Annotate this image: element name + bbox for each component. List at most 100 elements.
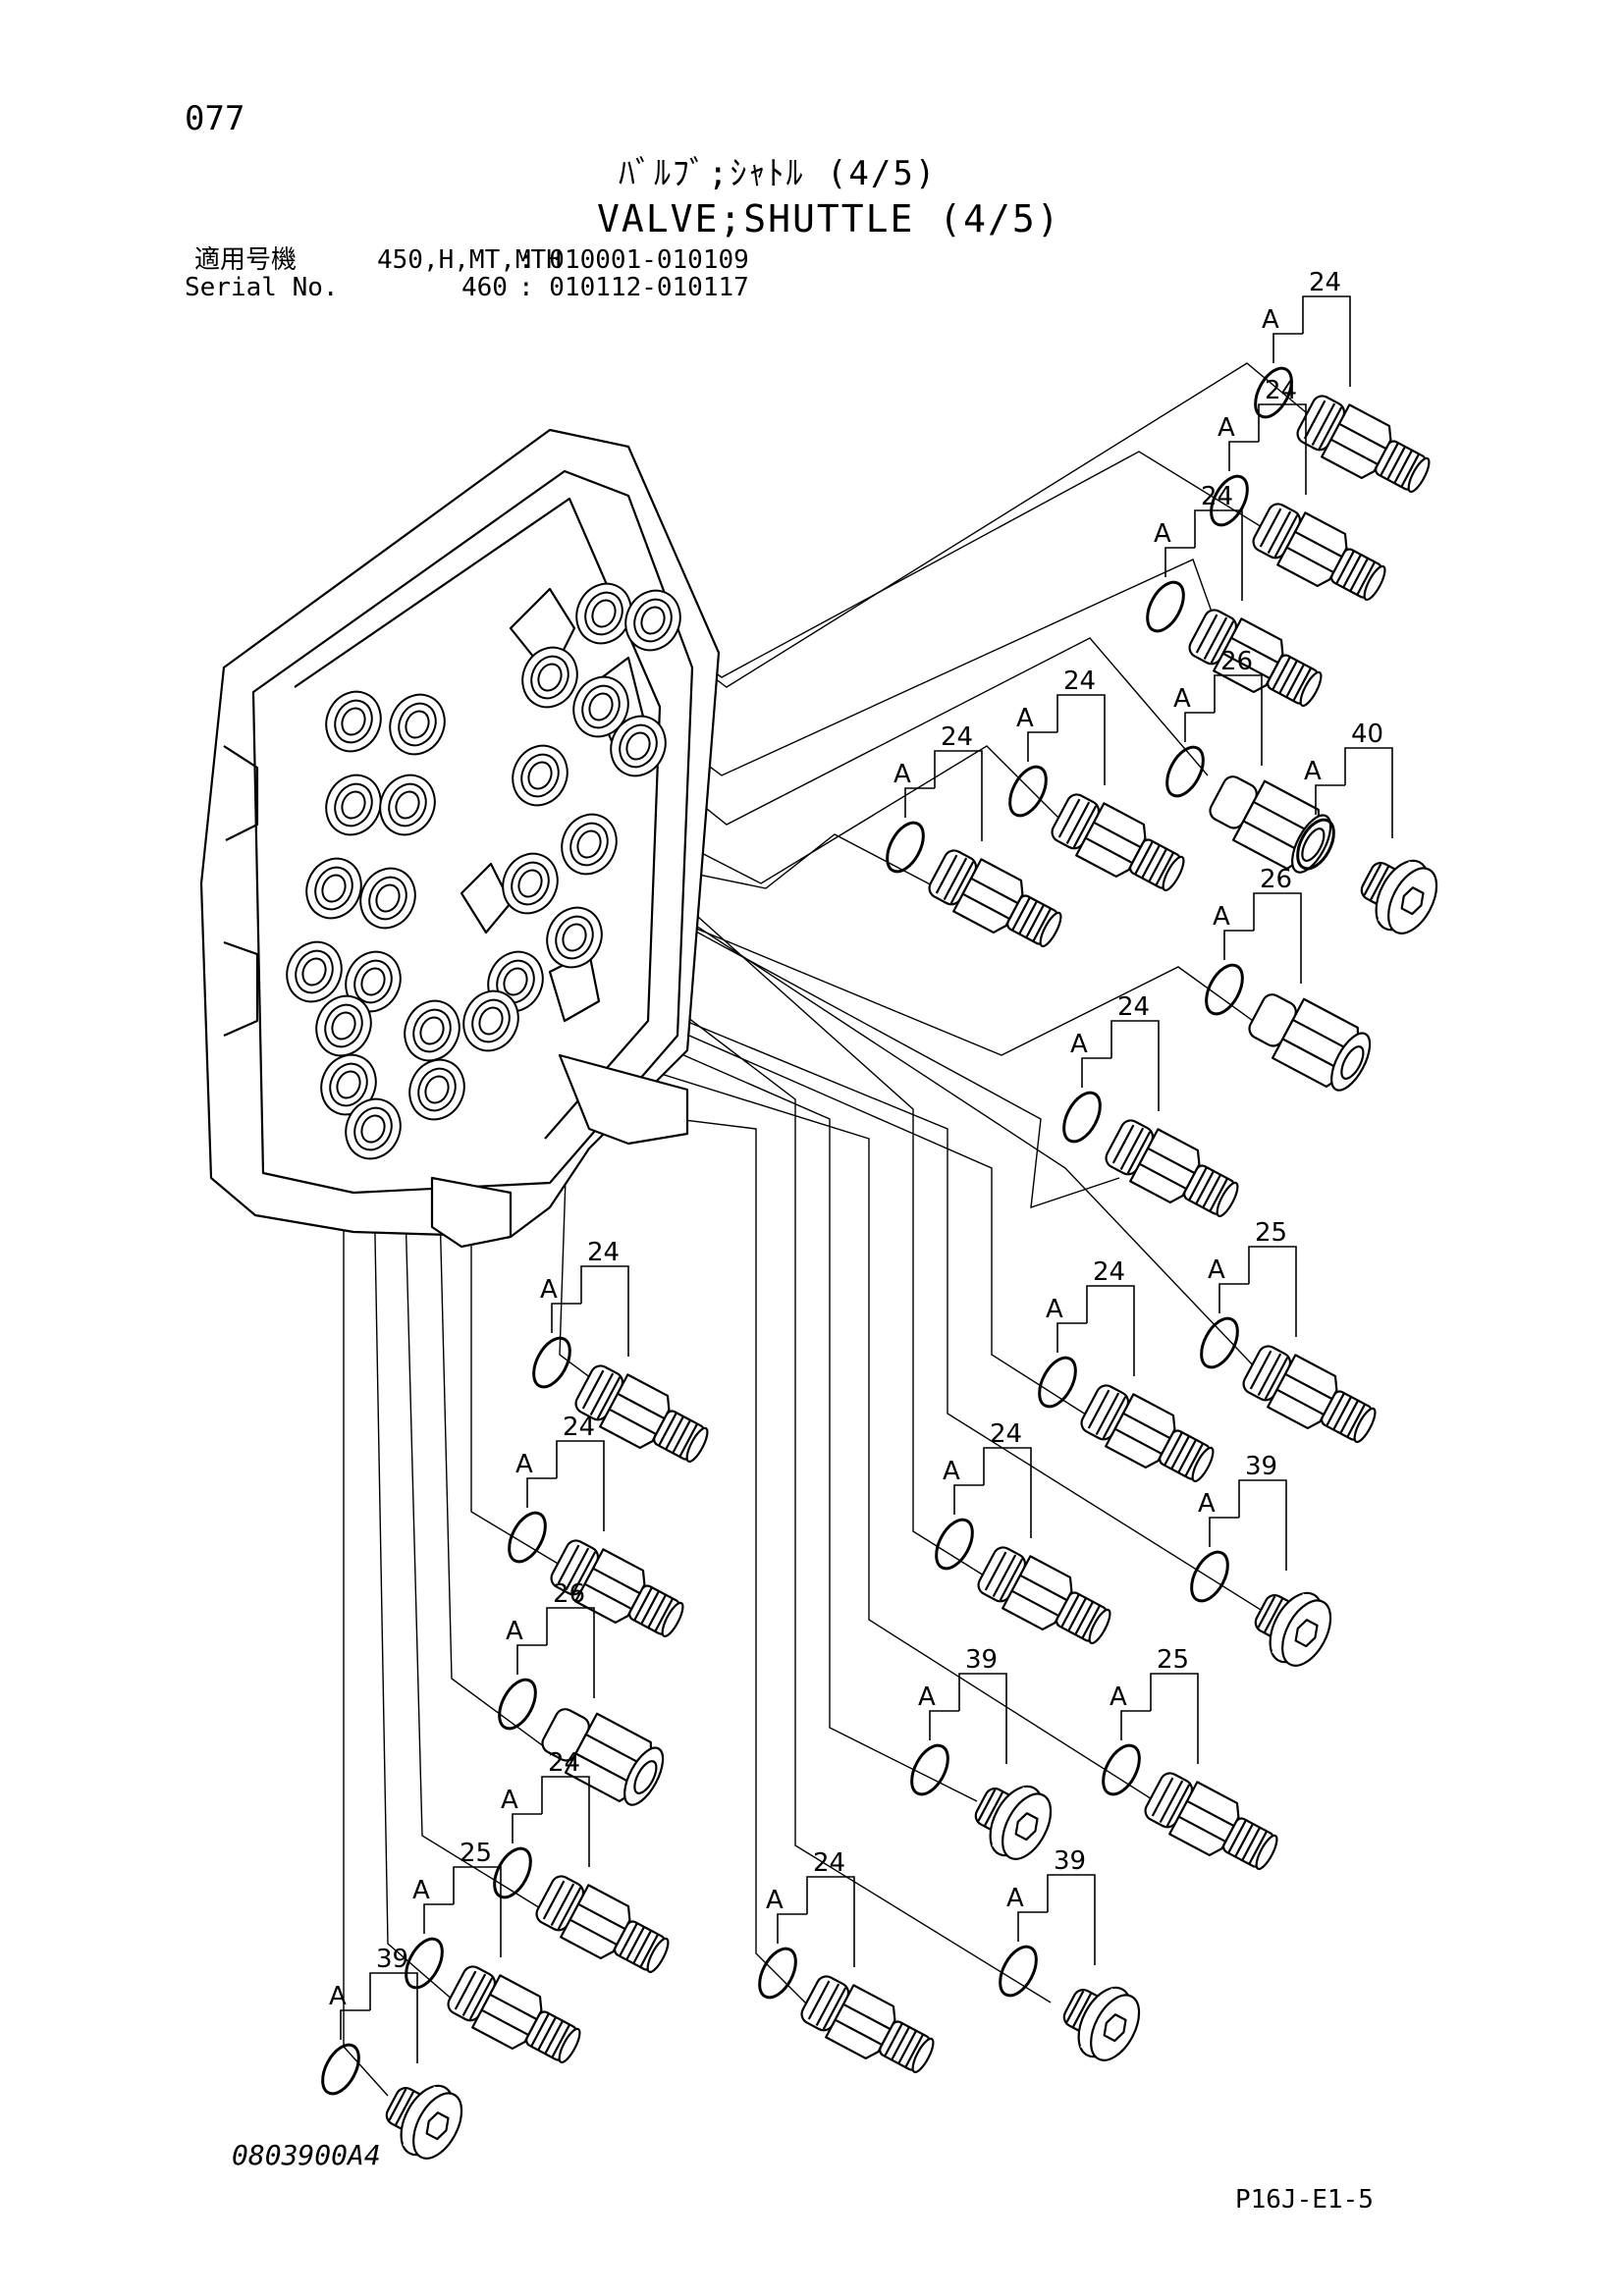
oring-icon: [1062, 1091, 1102, 1144]
valve-port: [389, 693, 446, 756]
fitting-icon: [1051, 793, 1185, 892]
part-number-label: 24: [1093, 1257, 1125, 1287]
serial-label-english: Serial No.: [185, 273, 339, 302]
title-japanese: ﾊﾞﾙﾌﾞ;ｼｬﾄﾙ (4/5): [619, 154, 938, 193]
valve-body-side-flange: [223, 745, 259, 1038]
oring-icon: [508, 1511, 547, 1564]
valve-body-housing: [199, 428, 721, 1249]
oring-ref-label: A: [943, 1457, 960, 1486]
part-callout-24: 24A: [508, 1413, 684, 1638]
part-number-label: 24: [813, 1848, 845, 1878]
fitting-icon: [1144, 1772, 1278, 1871]
part-number-label: 39: [1245, 1452, 1277, 1481]
callout-bracket: [1228, 403, 1307, 495]
oring-icon: [1165, 745, 1205, 798]
leader-line: [588, 941, 1052, 2003]
oring-icon: [1205, 963, 1244, 1016]
callout-bracket: [1209, 1479, 1287, 1571]
valve-body-inner-ridge: [294, 497, 662, 1140]
callout-bracket: [1017, 1874, 1096, 1965]
callout-bracket: [1056, 1285, 1135, 1376]
valve-port: [521, 646, 578, 709]
valve-port: [572, 675, 629, 738]
part-number-label: 40: [1351, 720, 1383, 749]
oring-ref-label: A: [506, 1617, 523, 1646]
oring-ref-label: A: [1154, 519, 1171, 549]
valve-port: [404, 999, 460, 1062]
oring-ref-label: A: [918, 1682, 936, 1712]
callout-bracket: [953, 1447, 1032, 1538]
serial-range-row-1: : 010001-010109: [518, 245, 749, 275]
fitting-icon: [1296, 395, 1431, 494]
leader-line: [421, 814, 1268, 1056]
callout-bracket: [526, 1440, 605, 1531]
oring-icon: [532, 1336, 571, 1389]
plug-icon: [1360, 859, 1438, 934]
part-callout-24: 24A: [886, 722, 1062, 948]
part-callout-24: 24A: [935, 1419, 1111, 1645]
part-number-label: 25: [1255, 1218, 1287, 1248]
part-number-label: 39: [1054, 1846, 1086, 1876]
part-callout-24: 24A: [1008, 667, 1185, 892]
plug-icon: [1062, 1986, 1141, 2061]
fitting-icon: [928, 849, 1062, 948]
part-callout-24: 24A: [1062, 992, 1239, 1218]
valve-port: [512, 744, 568, 807]
callout-bracket: [340, 1972, 418, 2063]
part-number-label: 24: [1117, 992, 1150, 1022]
fitting-icon: [1252, 503, 1386, 602]
valve-body-lower-tab: [558, 1053, 689, 1146]
oring-icon: [1296, 818, 1335, 871]
part-callout-25: 25A: [1102, 1645, 1278, 1871]
callout-bracket: [1218, 1246, 1297, 1337]
part-callout-25: 25A: [1200, 1218, 1377, 1444]
leader-line: [490, 1020, 1179, 1817]
plug-icon: [385, 2084, 463, 2160]
oring-ref-label: A: [1046, 1295, 1063, 1324]
callout-bracket: [1120, 1673, 1199, 1764]
fitting-icon: [535, 1875, 670, 1974]
part-number-label: 39: [376, 1945, 408, 1974]
part-callout-24: 24A: [1254, 268, 1431, 494]
valve-port: [575, 582, 632, 645]
valve-port: [320, 1053, 377, 1116]
valve-port: [305, 857, 362, 920]
oring-icon: [999, 1945, 1038, 1998]
leader-line: [402, 1098, 551, 1915]
valve-port: [462, 989, 519, 1052]
plug-icon: [1254, 1591, 1332, 1667]
oring-ref-label: A: [1262, 305, 1279, 335]
oring-ref-label: A: [766, 1886, 784, 1915]
oring-ref-label: A: [1218, 413, 1235, 443]
valve-body-front-face: [251, 469, 694, 1195]
fitting-icon: [550, 1539, 684, 1638]
oring-ref-label: A: [1006, 1884, 1024, 1913]
part-number-label: 24: [941, 722, 973, 752]
callout-bracket: [1223, 892, 1302, 984]
callout-bracket: [1184, 674, 1263, 766]
part-callout-24: 24A: [1146, 482, 1323, 708]
valve-port: [359, 867, 416, 930]
oring-ref-label: A: [540, 1275, 558, 1305]
oring-icon: [498, 1678, 537, 1731]
oring-ref-label: A: [893, 760, 911, 789]
part-callout-39: 39A: [321, 1945, 463, 2160]
oring-icon: [321, 2043, 360, 2096]
adapter-icon: [1248, 993, 1372, 1092]
serial-range-row-2: : 010112-010117: [518, 273, 749, 302]
callout-bracket: [1081, 1020, 1160, 1111]
oring-ref-label: A: [1173, 684, 1191, 714]
fitting-icon: [447, 1965, 581, 2064]
valve-ports: [286, 582, 681, 1160]
leader-line: [539, 774, 993, 1581]
callout-bracket: [551, 1265, 629, 1357]
valve-port: [325, 690, 382, 753]
fitting-icon: [1242, 1345, 1377, 1444]
part-callout-24: 24A: [758, 1848, 935, 2074]
part-callout-24: 24A: [1038, 1257, 1215, 1483]
callout-bracket: [423, 1866, 502, 1957]
part-number-label: 24: [563, 1413, 595, 1442]
leader-line: [436, 1089, 546, 1748]
